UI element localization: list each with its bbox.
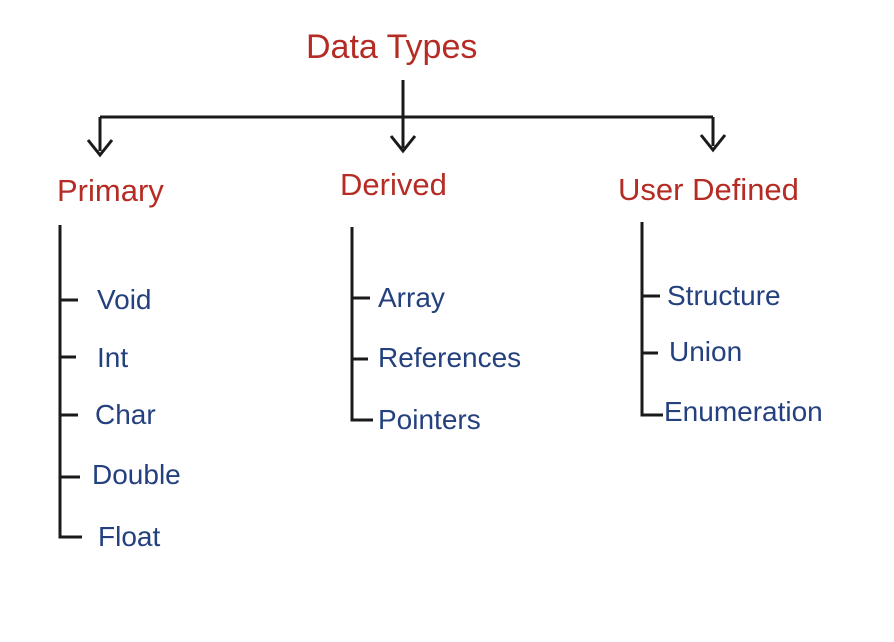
item-references: References xyxy=(378,342,522,373)
item-pointers: Pointers xyxy=(378,404,481,435)
category-label-primary: Primary xyxy=(57,173,164,208)
category-label-derived: Derived xyxy=(340,167,447,202)
user-defined-tree-stem xyxy=(640,222,663,417)
item-structure: Structure xyxy=(667,280,781,311)
item-union: Union xyxy=(669,336,743,367)
primary-tree-stem xyxy=(58,225,82,539)
arrow-down-right-icon xyxy=(699,134,727,153)
arrow-down-left-icon xyxy=(86,139,114,158)
item-double: Double xyxy=(92,459,181,490)
arrow-down-middle-icon xyxy=(389,135,417,154)
item-array: Array xyxy=(378,282,445,313)
item-char: Char xyxy=(95,399,156,430)
item-float: Float xyxy=(98,521,161,552)
diagram-title: Data Types xyxy=(306,28,478,66)
item-void: Void xyxy=(97,284,152,315)
derived-tree-stem xyxy=(350,227,373,422)
item-enumeration: Enumeration xyxy=(664,396,823,427)
category-label-user-defined: User Defined xyxy=(618,172,799,207)
item-int: Int xyxy=(97,342,129,373)
